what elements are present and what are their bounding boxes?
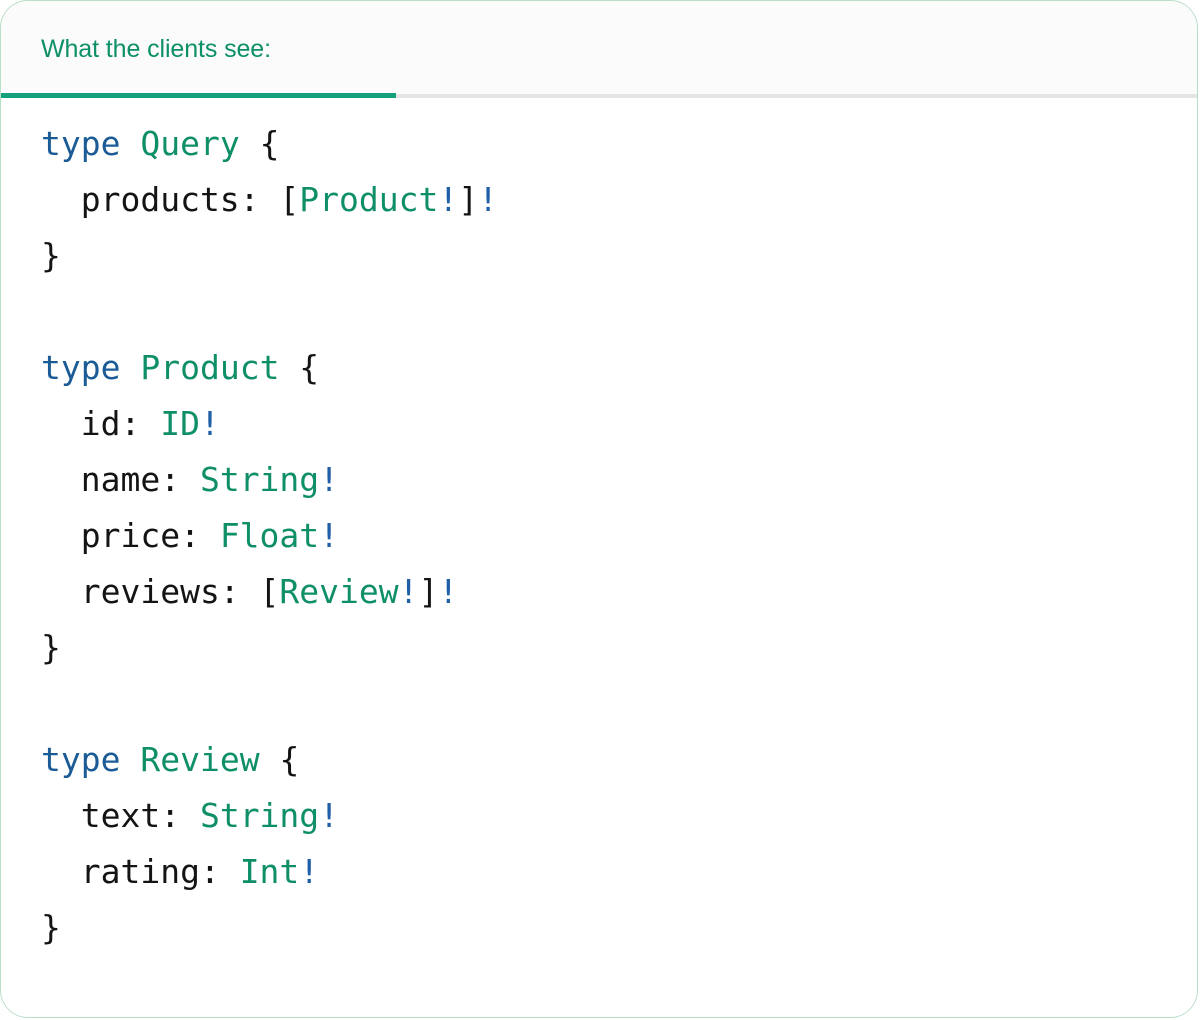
code-line: price: Float!	[41, 508, 1197, 564]
code-line: type Product {	[41, 340, 1197, 396]
code-token-punct: {	[279, 348, 320, 387]
code-token-bang: !	[478, 180, 498, 219]
code-token-type: Float	[219, 516, 320, 555]
code-token-punct: {	[259, 740, 300, 779]
code-token-bang: !	[319, 796, 340, 835]
code-token-field: reviews: [	[41, 572, 280, 611]
code-token-punct: {	[239, 124, 280, 163]
code-token-kw: type	[41, 740, 121, 779]
code-token-type: Query	[140, 124, 240, 163]
code-line: text: String!	[41, 788, 1197, 844]
code-token-kw: type	[41, 124, 121, 163]
code-token-bang: !	[319, 516, 340, 555]
header-divider	[1, 94, 1197, 98]
code-line: type Review {	[41, 732, 1197, 788]
code-line: rating: Int!	[41, 844, 1197, 900]
code-token-punct: ]	[458, 180, 479, 219]
code-token-punct: }	[41, 628, 61, 667]
code-token-type: String	[199, 460, 320, 499]
code-token-bang: !	[438, 180, 459, 219]
code-token-type: Review	[140, 740, 260, 779]
code-token-bang: !	[319, 460, 340, 499]
code-token-punct: }	[41, 908, 61, 947]
code-line: name: String!	[41, 452, 1197, 508]
code-token-type: Int	[239, 852, 300, 891]
code-line	[41, 676, 1197, 732]
code-token-punct	[120, 124, 140, 163]
code-token-bang: !	[438, 572, 459, 611]
code-line	[41, 284, 1197, 340]
code-token-bang: !	[199, 404, 220, 443]
code-token-bang: !	[299, 852, 320, 891]
code-token-field: rating:	[41, 852, 240, 891]
active-tab-underline	[1, 93, 396, 98]
code-token-punct	[41, 684, 61, 723]
card-header-tabbar: What the clients see:	[1, 1, 1197, 98]
code-token-field: products: [	[41, 180, 300, 219]
code-token-type: String	[199, 796, 320, 835]
code-token-field: name:	[41, 460, 200, 499]
code-token-type: Product	[299, 180, 439, 219]
code-token-kw: type	[41, 348, 121, 387]
code-token-punct: }	[41, 236, 61, 275]
tab-what-the-clients-see[interactable]: What the clients see:	[41, 35, 271, 63]
code-line: }	[41, 620, 1197, 676]
code-token-type: Product	[140, 348, 280, 387]
code-token-field: id:	[41, 404, 161, 443]
graphql-schema-code[interactable]: type Query { products: [Product!]!} type…	[41, 116, 1197, 956]
code-token-punct	[41, 292, 61, 331]
code-token-type: ID	[160, 404, 200, 443]
code-token-punct: ]	[418, 572, 439, 611]
code-line: type Query {	[41, 116, 1197, 172]
code-token-field: text:	[41, 796, 200, 835]
code-line: products: [Product!]!	[41, 172, 1197, 228]
code-token-bang: !	[398, 572, 419, 611]
code-token-punct	[120, 348, 140, 387]
code-line: id: ID!	[41, 396, 1197, 452]
code-token-type: Review	[279, 572, 399, 611]
code-line: }	[41, 228, 1197, 284]
code-token-field: price:	[41, 516, 220, 555]
schema-code-panel: type Query { products: [Product!]!} type…	[1, 98, 1197, 1017]
code-line: }	[41, 900, 1197, 956]
code-token-punct	[120, 740, 140, 779]
code-line: reviews: [Review!]!	[41, 564, 1197, 620]
